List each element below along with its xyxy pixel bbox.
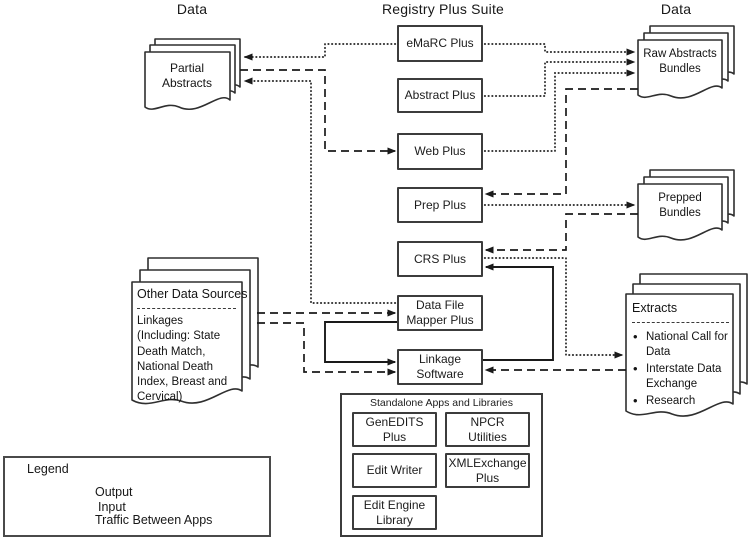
- edge-linkage-to-crs-traffic: [481, 263, 554, 361]
- app-box-data-file-mapper-plus: Data File Mapper Plus: [397, 295, 483, 331]
- edge-emarc-to-partial-abstracts-output: [243, 43, 400, 61]
- edge-raw-abstracts-to-prep-input: [484, 88, 638, 198]
- edge-emarc-to-raw-abstracts-output: [480, 43, 636, 56]
- edge-other-sources-to-linkage-input: [257, 322, 397, 376]
- app-box-abstract-plus: Abstract Plus: [397, 78, 483, 113]
- legend-label-traffic: Traffic Between Apps: [95, 513, 213, 527]
- doc-label-raw-abstracts-bundles: Raw Abstracts Bundles: [643, 48, 717, 75]
- doc-partial-abstracts-page: [144, 51, 231, 110]
- edge-abstract-to-raw-abstracts-output: [480, 58, 636, 97]
- edge-web-to-raw-abstracts-output: [480, 69, 636, 152]
- doc-label-prepped-bundles: Prepped Bundles: [658, 192, 702, 219]
- extracts-bullet-interstate: Interstate Data Exchange: [632, 361, 731, 393]
- app-box-edit-writer: Edit Writer: [352, 453, 437, 488]
- app-box-crs-plus: CRS Plus: [397, 241, 483, 277]
- app-box-npcr-utilities: NPCR Utilities: [445, 412, 530, 447]
- edge-prepped-bundles-to-crs-input: [484, 213, 638, 254]
- legend-label-input: Input: [98, 500, 126, 514]
- edge-crs-to-extracts-output: [480, 257, 624, 359]
- app-box-prep-plus: Prep Plus: [397, 187, 483, 223]
- doc-divider-extracts: [632, 322, 729, 323]
- extracts-bullet-list: National Call for Data Interstate Data E…: [632, 329, 731, 410]
- app-box-xmlexchange-plus: XMLExchange Plus: [445, 453, 530, 488]
- legend-label-output: Output: [95, 485, 133, 499]
- app-box-linkage-software: Linkage Software: [397, 349, 483, 385]
- app-box-web-plus: Web Plus: [397, 133, 483, 170]
- edge-dfm-to-linkage-traffic: [324, 321, 399, 366]
- doc-title-extracts: Extracts: [632, 301, 678, 315]
- doc-divider-other-data-sources: [137, 308, 236, 309]
- doc-label-partial-abstracts: Partial Abstracts: [161, 61, 212, 90]
- column-header-data-left: Data: [176, 1, 208, 17]
- extracts-bullet-research: Research: [632, 393, 731, 409]
- doc-raw-abstracts-page: [637, 39, 723, 99]
- standalone-apps-title: Standalone Apps and Libraries: [369, 397, 514, 409]
- app-box-emarc-plus: eMaRC Plus: [397, 25, 483, 62]
- app-box-genedits-plus: GenEDITS Plus: [352, 412, 437, 447]
- legend-box: [3, 456, 271, 537]
- app-box-edit-engine-library: Edit Engine Library: [352, 495, 437, 530]
- column-header-data-right: Data: [660, 1, 692, 17]
- doc-title-other-data-sources: Other Data Sources: [137, 287, 248, 301]
- edge-partial-abstracts-to-web-input: [240, 69, 397, 155]
- column-header-registry-plus-suite: Registry Plus Suite: [381, 1, 505, 17]
- extracts-bullet-national-call: National Call for Data: [632, 329, 731, 361]
- doc-prepped-bundles-page: [637, 183, 723, 241]
- doc-other-data-sources-page: [131, 281, 243, 405]
- doc-body-linkages: Linkages (Including: State Death Match, …: [137, 315, 228, 404]
- legend-title: Legend: [27, 462, 69, 476]
- edge-dfm-to-partial-abstracts-output: [243, 77, 400, 304]
